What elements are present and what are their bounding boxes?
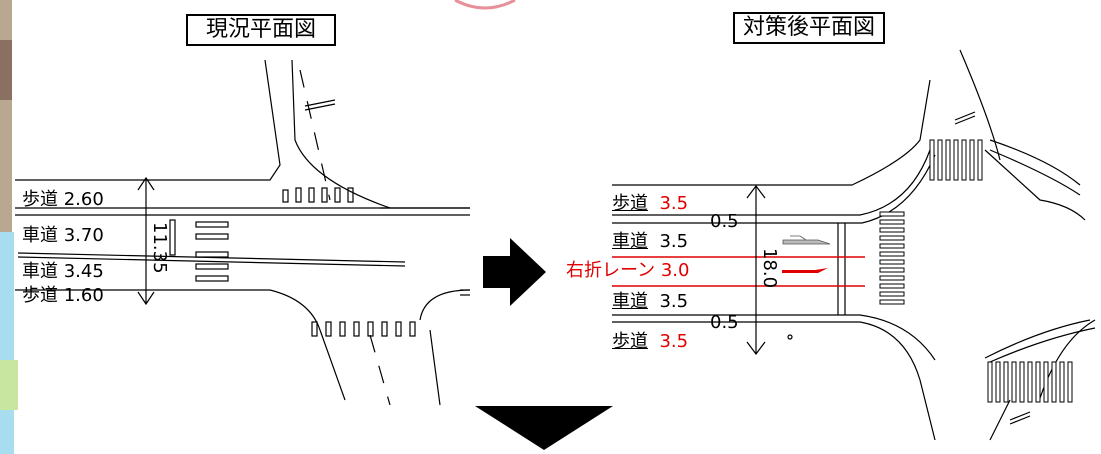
after-row-label: 歩道 3.5	[612, 332, 688, 352]
after-row-width: 3.0	[660, 260, 690, 281]
before-crosswalks	[195, 187, 416, 337]
before-row-label: 歩道 2.60	[22, 190, 104, 210]
before-dimension-arrow	[137, 176, 155, 306]
before-title: 現況平面図	[186, 14, 337, 46]
before-row-name: 車道	[22, 261, 58, 282]
top-arc-decoration	[454, 0, 516, 10]
before-row-name: 歩道	[22, 285, 58, 306]
after-row-name: 歩道	[612, 331, 648, 352]
before-row-width: 3.45	[63, 261, 104, 282]
after-row-width: 3.5	[659, 331, 689, 352]
after-row-name: 右折レーン	[566, 260, 656, 281]
after-dimension-arrow	[746, 185, 766, 355]
before-row-name: 車道	[22, 225, 58, 246]
before-row-label: 車道 3.70	[22, 226, 104, 246]
after-row-label: 車道 3.5	[612, 232, 688, 252]
after-title: 対策後平面図	[733, 12, 886, 44]
down-arrow	[475, 406, 613, 450]
before-row-label: 歩道 1.60	[22, 286, 104, 306]
right-turn-lane-lines	[612, 256, 865, 287]
after-row-name: 車道	[612, 291, 648, 312]
after-row-width: 3.5	[659, 291, 689, 312]
lane-arrow-markings	[782, 235, 831, 273]
before-row-label: 車道 3.45	[22, 262, 104, 282]
after-row-name: 車道	[612, 231, 648, 252]
after-row-label: 右折レーン 3.0	[566, 261, 689, 281]
after-crosswalks	[879, 139, 1073, 403]
after-road-lines	[612, 49, 1096, 441]
left-edge-decoration	[0, 0, 18, 454]
before-row-width: 3.70	[63, 225, 104, 246]
after-row-label: 歩道 3.5	[612, 194, 688, 214]
after-row-width: 3.5	[659, 193, 689, 214]
after-gap-label: 0.5	[710, 211, 739, 232]
after-total-width: 18.0	[759, 248, 780, 289]
before-row-name: 歩道	[22, 189, 58, 210]
before-row-width: 1.60	[63, 285, 104, 306]
before-total-width: 11.35	[149, 222, 170, 274]
right-arrow	[483, 238, 546, 306]
after-row-width: 3.5	[659, 231, 689, 252]
after-row-name: 歩道	[612, 193, 648, 214]
after-row-label: 車道 3.5	[612, 292, 688, 312]
after-gap-label: 0.5	[710, 312, 739, 333]
before-row-width: 2.60	[63, 189, 104, 210]
